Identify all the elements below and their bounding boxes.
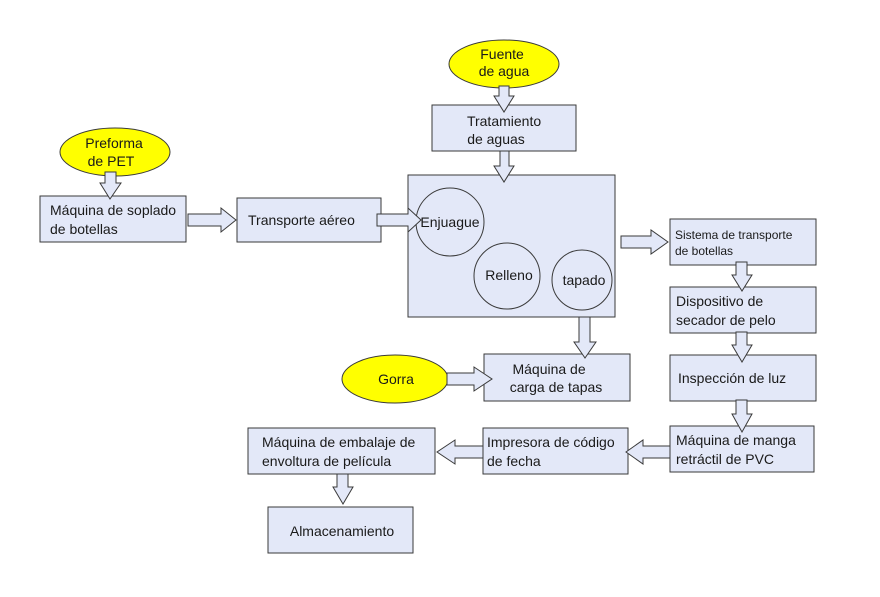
box-transporte-aereo	[236, 197, 382, 243]
arrow-fuente-tratamiento	[493, 85, 515, 113]
box-carga-tapas	[483, 353, 631, 402]
label-tapado: tapado	[563, 272, 606, 288]
label-tratamiento: Tratamiento de aguas	[467, 113, 545, 147]
circle-relleno	[473, 242, 541, 310]
label-inspeccion: Inspección de luz	[678, 370, 786, 386]
arrows	[99, 85, 753, 505]
label-almacenamiento: Almacenamiento	[290, 523, 394, 539]
arrow-mixer-sistema	[620, 229, 669, 255]
label-relleno: Relleno	[485, 267, 533, 283]
label-transporte-aereo: Transporte aéreo	[248, 212, 355, 228]
label-gorra: Gorra	[378, 371, 414, 387]
label-sistema-transporte: Sistema de transporte de botellas	[675, 228, 796, 258]
label-preforma: Preforma de PET	[85, 135, 146, 169]
arrow-tratamiento-mixer	[493, 150, 515, 183]
label-enjuague: Enjuague	[420, 214, 479, 230]
arrow-secador-inspeccion	[731, 331, 753, 363]
arrow-mixer-carga	[573, 316, 597, 359]
box-almacenamiento	[267, 506, 414, 554]
label-embalaje: Máquina de embalaje de envoltura de pelí…	[262, 434, 419, 469]
arrow-transporte-mixer	[376, 206, 422, 234]
label-fuente: Fuente de agua	[479, 46, 530, 79]
arrow-soplado-transporte	[187, 206, 237, 234]
label-soplado: Máquina de soplado de botellas	[50, 202, 180, 237]
box-manga	[669, 425, 815, 473]
box-sistema-transporte	[669, 218, 817, 266]
arrow-embalaje-almacen	[332, 473, 354, 505]
circle-tapado	[551, 249, 613, 311]
label-impresora: Impresora de código de fecha	[487, 434, 619, 469]
label-secador: Dispositivo de secador de pelo	[676, 293, 776, 328]
box-embalaje	[247, 427, 436, 475]
arrow-impresora-embalaje	[436, 439, 484, 465]
arrow-sistema-secador	[731, 261, 753, 292]
arrow-preforma-soplado	[99, 171, 122, 200]
arrow-gorra-carga	[446, 366, 493, 392]
box-soplado	[39, 195, 187, 243]
arrow-manga-impresora	[625, 439, 671, 465]
label-carga-tapas: Máquina de carga de tapas	[510, 361, 603, 395]
label-manga: Máquina de manga retráctil de PVC	[676, 432, 800, 467]
arrow-inspeccion-manga	[731, 399, 753, 434]
